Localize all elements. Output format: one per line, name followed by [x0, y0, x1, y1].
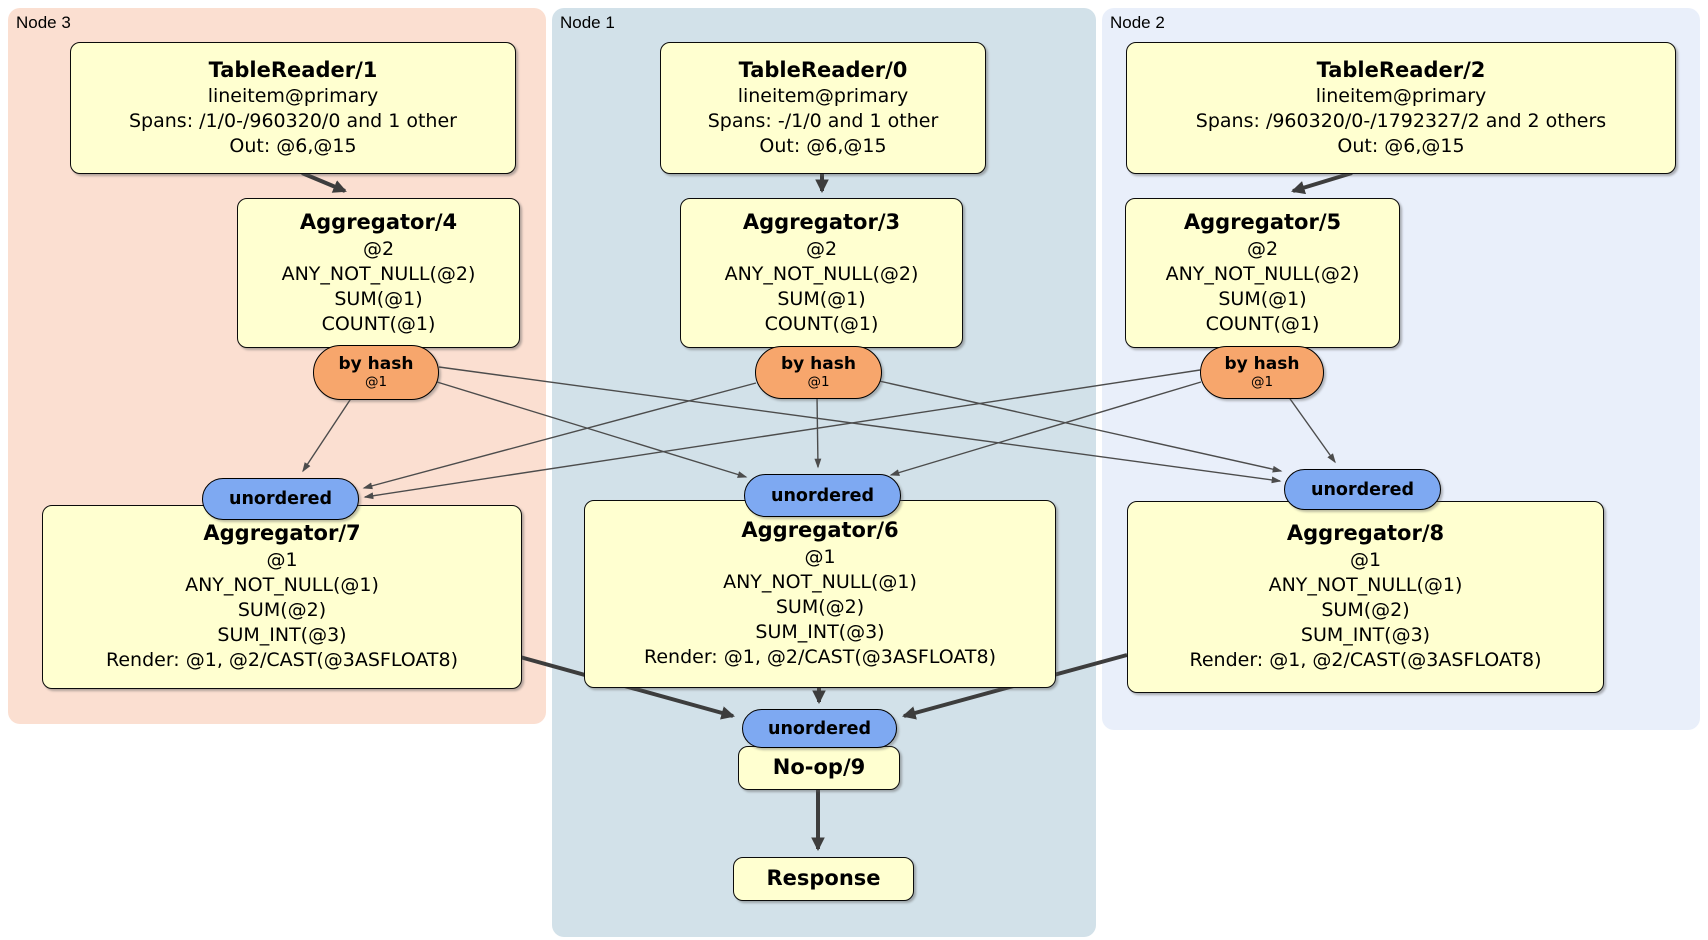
processor-line: lineitem@primary [1315, 85, 1487, 108]
processor-title: Aggregator/8 [1286, 521, 1445, 546]
processor-line: ANY_NOT_NULL(@1) [723, 571, 917, 594]
router-detail: @1 [364, 373, 388, 390]
processor-aggregator8: Aggregator/8 @1 ANY_NOT_NULL(@1) SUM(@2)… [1127, 501, 1604, 693]
router-label: by hash [1224, 353, 1300, 374]
processor-line: @2 [362, 237, 395, 260]
sync-unordered-right: unordered [1284, 469, 1441, 510]
processor-line: @1 [266, 549, 298, 572]
router-detail: @1 [807, 373, 830, 390]
router-by-hash-center: by hash @1 [755, 346, 882, 399]
processor-tablereader1: TableReader/1 lineitem@primary Spans: /1… [70, 42, 516, 174]
processor-line: Render: @1, @2/CAST(@3ASFLOAT8) [644, 646, 996, 669]
processor-line: @2 [805, 237, 838, 260]
processor-line: @1 [1349, 549, 1382, 572]
processor-aggregator6: Aggregator/6 @1 ANY_NOT_NULL(@1) SUM(@2)… [584, 500, 1056, 688]
node1-label: Node 1 [560, 13, 615, 32]
processor-line: Out: @6,@15 [1337, 135, 1465, 158]
processor-aggregator4: Aggregator/4 @2 ANY_NOT_NULL(@2) SUM(@1)… [237, 198, 520, 348]
processor-line: SUM(@1) [1218, 287, 1307, 310]
processor-line: Render: @1, @2/CAST(@3ASFLOAT8) [106, 649, 458, 672]
processor-line: ANY_NOT_NULL(@2) [724, 262, 919, 285]
processor-aggregator7: Aggregator/7 @1 ANY_NOT_NULL(@1) SUM(@2)… [42, 505, 522, 689]
router-by-hash-left: by hash @1 [313, 345, 439, 400]
processor-title: TableReader/2 [1316, 57, 1486, 82]
processor-line: SUM(@2) [775, 596, 865, 619]
processor-tablereader0: TableReader/0 lineitem@primary Spans: -/… [660, 42, 986, 174]
processor-line: lineitem@primary [207, 85, 379, 108]
router-label: by hash [338, 353, 414, 374]
sync-unordered-final: unordered [742, 709, 897, 748]
processor-title: Aggregator/6 [741, 518, 899, 543]
sync-unordered-center: unordered [744, 474, 901, 517]
processor-title: Aggregator/3 [742, 209, 901, 234]
sync-unordered-left: unordered [202, 478, 359, 520]
processor-line: SUM(@2) [237, 599, 327, 622]
processor-title: No-op/9 [772, 755, 866, 780]
processor-title: Aggregator/7 [203, 521, 361, 546]
processor-aggregator3: Aggregator/3 @2 ANY_NOT_NULL(@2) SUM(@1)… [680, 198, 963, 348]
node2-label: Node 2 [1110, 13, 1165, 32]
processor-line: SUM(@1) [334, 287, 423, 310]
processor-line: COUNT(@1) [764, 312, 879, 335]
processor-line: Out: @6,@15 [229, 135, 357, 158]
processor-line: @2 [1246, 237, 1279, 260]
processor-aggregator5: Aggregator/5 @2 ANY_NOT_NULL(@2) SUM(@1)… [1125, 198, 1400, 348]
processor-line: lineitem@primary [737, 85, 909, 108]
processor-line: Spans: /1/0-/960320/0 and 1 other [129, 110, 457, 133]
processor-line: Render: @1, @2/CAST(@3ASFLOAT8) [1189, 649, 1542, 672]
processor-line: COUNT(@1) [321, 312, 436, 335]
processor-line: ANY_NOT_NULL(@2) [281, 262, 476, 285]
processor-line: SUM(@2) [1321, 599, 1410, 622]
processor-line: SUM_INT(@3) [217, 624, 347, 647]
processor-line: Out: @6,@15 [759, 135, 887, 158]
processor-line: ANY_NOT_NULL(@1) [185, 574, 379, 597]
processor-response: Response [733, 857, 914, 901]
processor-line: Spans: /960320/0-/1792327/2 and 2 others [1195, 110, 1607, 133]
processor-line: SUM_INT(@3) [755, 621, 885, 644]
processor-line: Spans: -/1/0 and 1 other [707, 110, 939, 133]
processor-line: ANY_NOT_NULL(@2) [1165, 262, 1360, 285]
processor-line: SUM(@1) [777, 287, 866, 310]
processor-tablereader2: TableReader/2 lineitem@primary Spans: /9… [1126, 42, 1676, 174]
processor-title: Aggregator/4 [299, 209, 458, 234]
processor-line: SUM_INT(@3) [1300, 624, 1431, 647]
processor-line: COUNT(@1) [1205, 312, 1320, 335]
processor-title: TableReader/0 [738, 57, 908, 82]
processor-title: TableReader/1 [208, 57, 378, 82]
router-detail: @1 [1250, 373, 1274, 390]
processor-title: Aggregator/5 [1183, 209, 1342, 234]
router-by-hash-right: by hash @1 [1200, 346, 1324, 399]
processor-title: Response [766, 866, 881, 891]
node3-label: Node 3 [16, 13, 71, 32]
router-label: by hash [781, 353, 856, 374]
processor-line: ANY_NOT_NULL(@1) [1268, 574, 1463, 597]
processor-noop9: No-op/9 [738, 746, 900, 790]
processor-line: @1 [804, 546, 836, 569]
